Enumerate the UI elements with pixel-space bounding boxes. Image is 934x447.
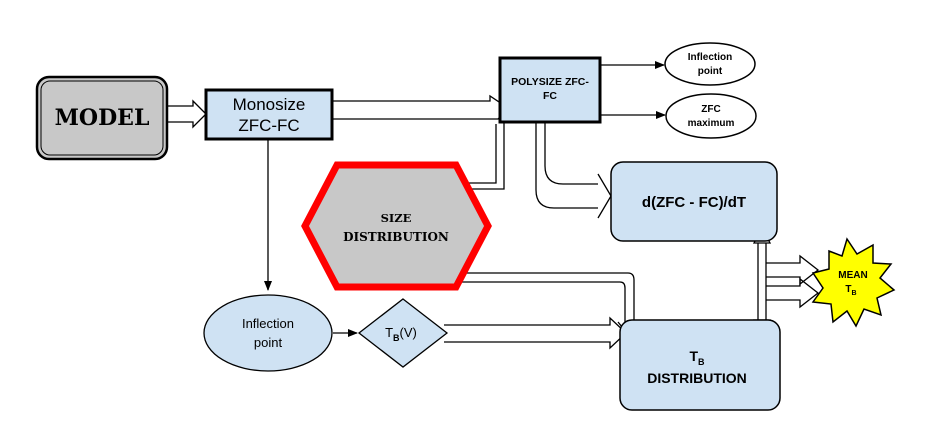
zfc-max-line1: ZFC <box>701 104 720 115</box>
tb-v-sub: B <box>393 333 400 343</box>
inflection-top-line2: point <box>698 66 723 77</box>
polysize-node: POLYSIZE ZFC- FC <box>498 56 602 124</box>
arrow-size-to-tbdist <box>450 272 643 334</box>
polysize-label-line1: POLYSIZE ZFC- <box>511 76 589 88</box>
model-label: MODEL <box>55 105 150 131</box>
mean-tb-node: MEAN TB <box>811 237 896 328</box>
arrow-derivative-tbdist <box>752 226 772 337</box>
size-distribution-line1: SIZE <box>381 211 412 225</box>
tb-distribution-line1: TB <box>689 348 705 367</box>
arrow-model-to-monosize <box>167 99 207 129</box>
arrow-tbv-to-tbdist <box>444 316 627 350</box>
monosize-label-line1: Monosize <box>233 95 306 114</box>
tb-distribution-main: T <box>689 348 698 364</box>
arrow-to-mean-tb <box>766 254 820 309</box>
inflection-top-line1: Inflection <box>688 52 732 63</box>
derivative-label: d(ZFC - FC)/dT <box>642 194 746 211</box>
arrow-size-to-polysize <box>468 122 505 190</box>
star-shape <box>811 237 896 328</box>
size-distribution-node: SIZE DISTRIBUTION <box>301 161 492 291</box>
monosize-node: Monosize ZFC-FC <box>204 88 334 141</box>
derivative-node: d(ZFC - FC)/dT <box>610 161 778 242</box>
tb-v-label: TB(V) <box>385 325 417 343</box>
mean-tb-sub: B <box>852 290 857 297</box>
zfc-max-line2: maximum <box>688 118 735 129</box>
tb-v-main: T <box>385 325 393 340</box>
tb-v-node: TB(V) <box>357 298 449 368</box>
mean-tb-line2: TB <box>845 284 856 297</box>
tb-distribution-sub: B <box>698 357 705 367</box>
mean-tb-main: T <box>845 284 851 295</box>
tb-distribution-node: TB DISTRIBUTION <box>619 319 781 411</box>
tb-v-suffix: (V) <box>400 325 417 340</box>
polysize-label-line2: FC <box>543 90 557 102</box>
zfc-maximum-node: ZFC maximum <box>665 93 757 139</box>
inflection-bottom-line1: Inflection <box>242 316 294 331</box>
mean-tb-line1: MEAN <box>838 270 867 281</box>
inflection-point-bottom-node: Inflection point <box>203 294 333 372</box>
tb-distribution-line2: DISTRIBUTION <box>647 370 747 386</box>
inflection-bottom-line2: point <box>254 335 283 350</box>
size-distribution-line2: DISTRIBUTION <box>343 230 449 244</box>
inflection-point-top-node: Inflection point <box>664 42 756 86</box>
monosize-label-line2: ZFC-FC <box>238 116 299 135</box>
arrow-polysize-to-derivative <box>535 122 612 219</box>
arrow-monosize-to-polysize <box>332 94 509 120</box>
model-node: MODEL <box>35 75 169 161</box>
